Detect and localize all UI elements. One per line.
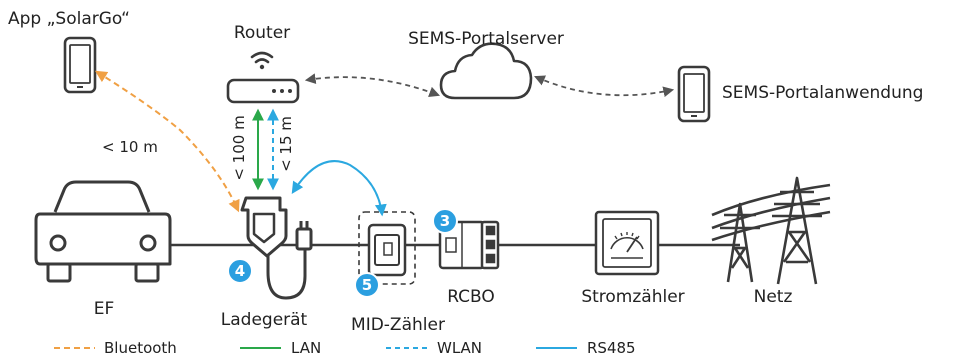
label-meter-mid: MID-Zähler xyxy=(351,315,445,335)
badge-charger-text: 4 xyxy=(235,262,245,280)
car-icon xyxy=(34,180,172,283)
legend-label-wlan: WLAN xyxy=(437,339,482,357)
label-router: Router xyxy=(234,23,290,43)
label-dist-bluetooth: < 10 m xyxy=(102,138,158,156)
grid-pylons-icon xyxy=(711,176,831,285)
label-dist-wlan: < 15 m xyxy=(277,116,295,172)
legend-item-lan: LAN xyxy=(240,339,321,357)
badge-rcbo: 3 xyxy=(432,208,458,234)
label-charger: Ladegerät xyxy=(221,310,308,330)
label-grid: Netz xyxy=(754,287,793,307)
label-electricity-meter: Stromzähler xyxy=(581,287,684,307)
badge-meter-mid: 5 xyxy=(354,272,380,298)
legend: Bluetooth LAN WLAN RS485 xyxy=(54,339,636,357)
electricity-meter-icon xyxy=(594,210,660,276)
legend-item-bluetooth: Bluetooth xyxy=(54,339,177,357)
legend-label-lan: LAN xyxy=(291,339,321,357)
badge-meter-mid-text: 5 xyxy=(362,276,372,294)
label-sems-server: SEMS-Portalserver xyxy=(408,29,564,49)
link-router-cloud xyxy=(304,73,441,97)
smartphone-icon-sems xyxy=(677,65,711,123)
label-ev: EF xyxy=(94,299,115,319)
legend-item-wlan: WLAN xyxy=(386,339,482,357)
badge-charger: 4 xyxy=(227,258,253,284)
link-bluetooth xyxy=(94,70,240,213)
legend-label-rs485: RS485 xyxy=(587,339,636,357)
badge-rcbo-text: 3 xyxy=(440,212,450,230)
label-dist-lan: < 100 m xyxy=(230,115,248,180)
legend-label-bluetooth: Bluetooth xyxy=(104,339,177,357)
smartphone-icon-solargo xyxy=(63,36,97,94)
legend-item-rs485: RS485 xyxy=(536,339,636,357)
link-cloud-sems-app xyxy=(534,75,675,98)
label-app: App „SolarGo“ xyxy=(8,9,130,29)
meter-mid-dashed-box xyxy=(358,211,416,285)
label-sems-app: SEMS-Portalanwendung xyxy=(722,83,923,103)
meter-mid-icon xyxy=(367,223,407,277)
cloud-icon xyxy=(439,42,533,100)
router-icon xyxy=(226,51,300,104)
link-rs485 xyxy=(291,160,387,217)
rcbo-icon xyxy=(438,220,500,270)
label-rcbo: RCBO xyxy=(447,287,495,307)
charger-icon xyxy=(240,196,313,300)
